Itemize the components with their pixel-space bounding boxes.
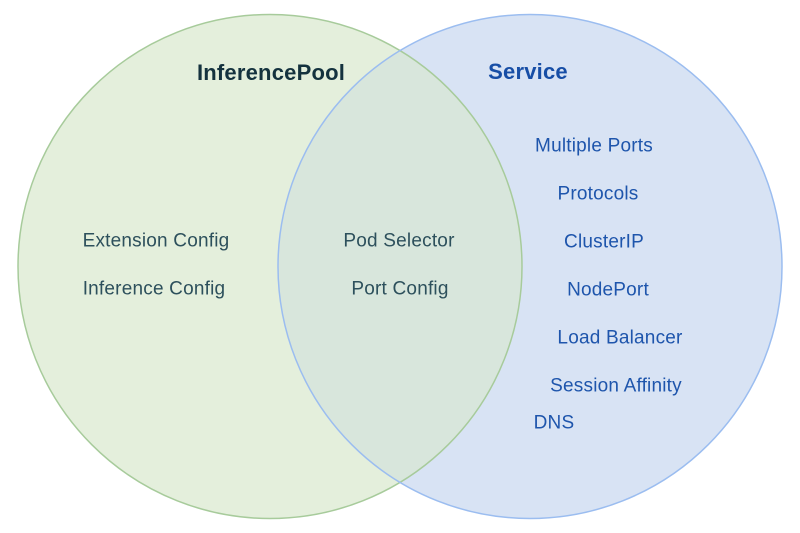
inferencepool-circle-outline: [17, 13, 523, 520]
overlap-region: [278, 14, 522, 519]
right-item-nodeport: NodePort: [567, 279, 649, 301]
left-item-extension-config: Extension Config: [82, 230, 230, 252]
left-item-inference-config: Inference Config: [82, 278, 226, 300]
inferencepool-title: InferencePool: [196, 60, 346, 85]
right-item-protocols: Protocols: [557, 183, 639, 205]
overlap-item-port-config: Port Config: [351, 278, 449, 300]
overlap-item-pod-selector: Pod Selector: [343, 230, 455, 252]
right-item-dns: DNS: [533, 412, 575, 434]
service-circle-outline: [277, 13, 783, 520]
right-item-clusterip: ClusterIP: [564, 231, 644, 253]
service-title: Service: [488, 59, 568, 84]
right-item-multiple-ports: Multiple Ports: [535, 135, 653, 157]
right-item-session-affinity: Session Affinity: [550, 375, 682, 397]
right-item-load-balancer: Load Balancer: [557, 327, 683, 349]
